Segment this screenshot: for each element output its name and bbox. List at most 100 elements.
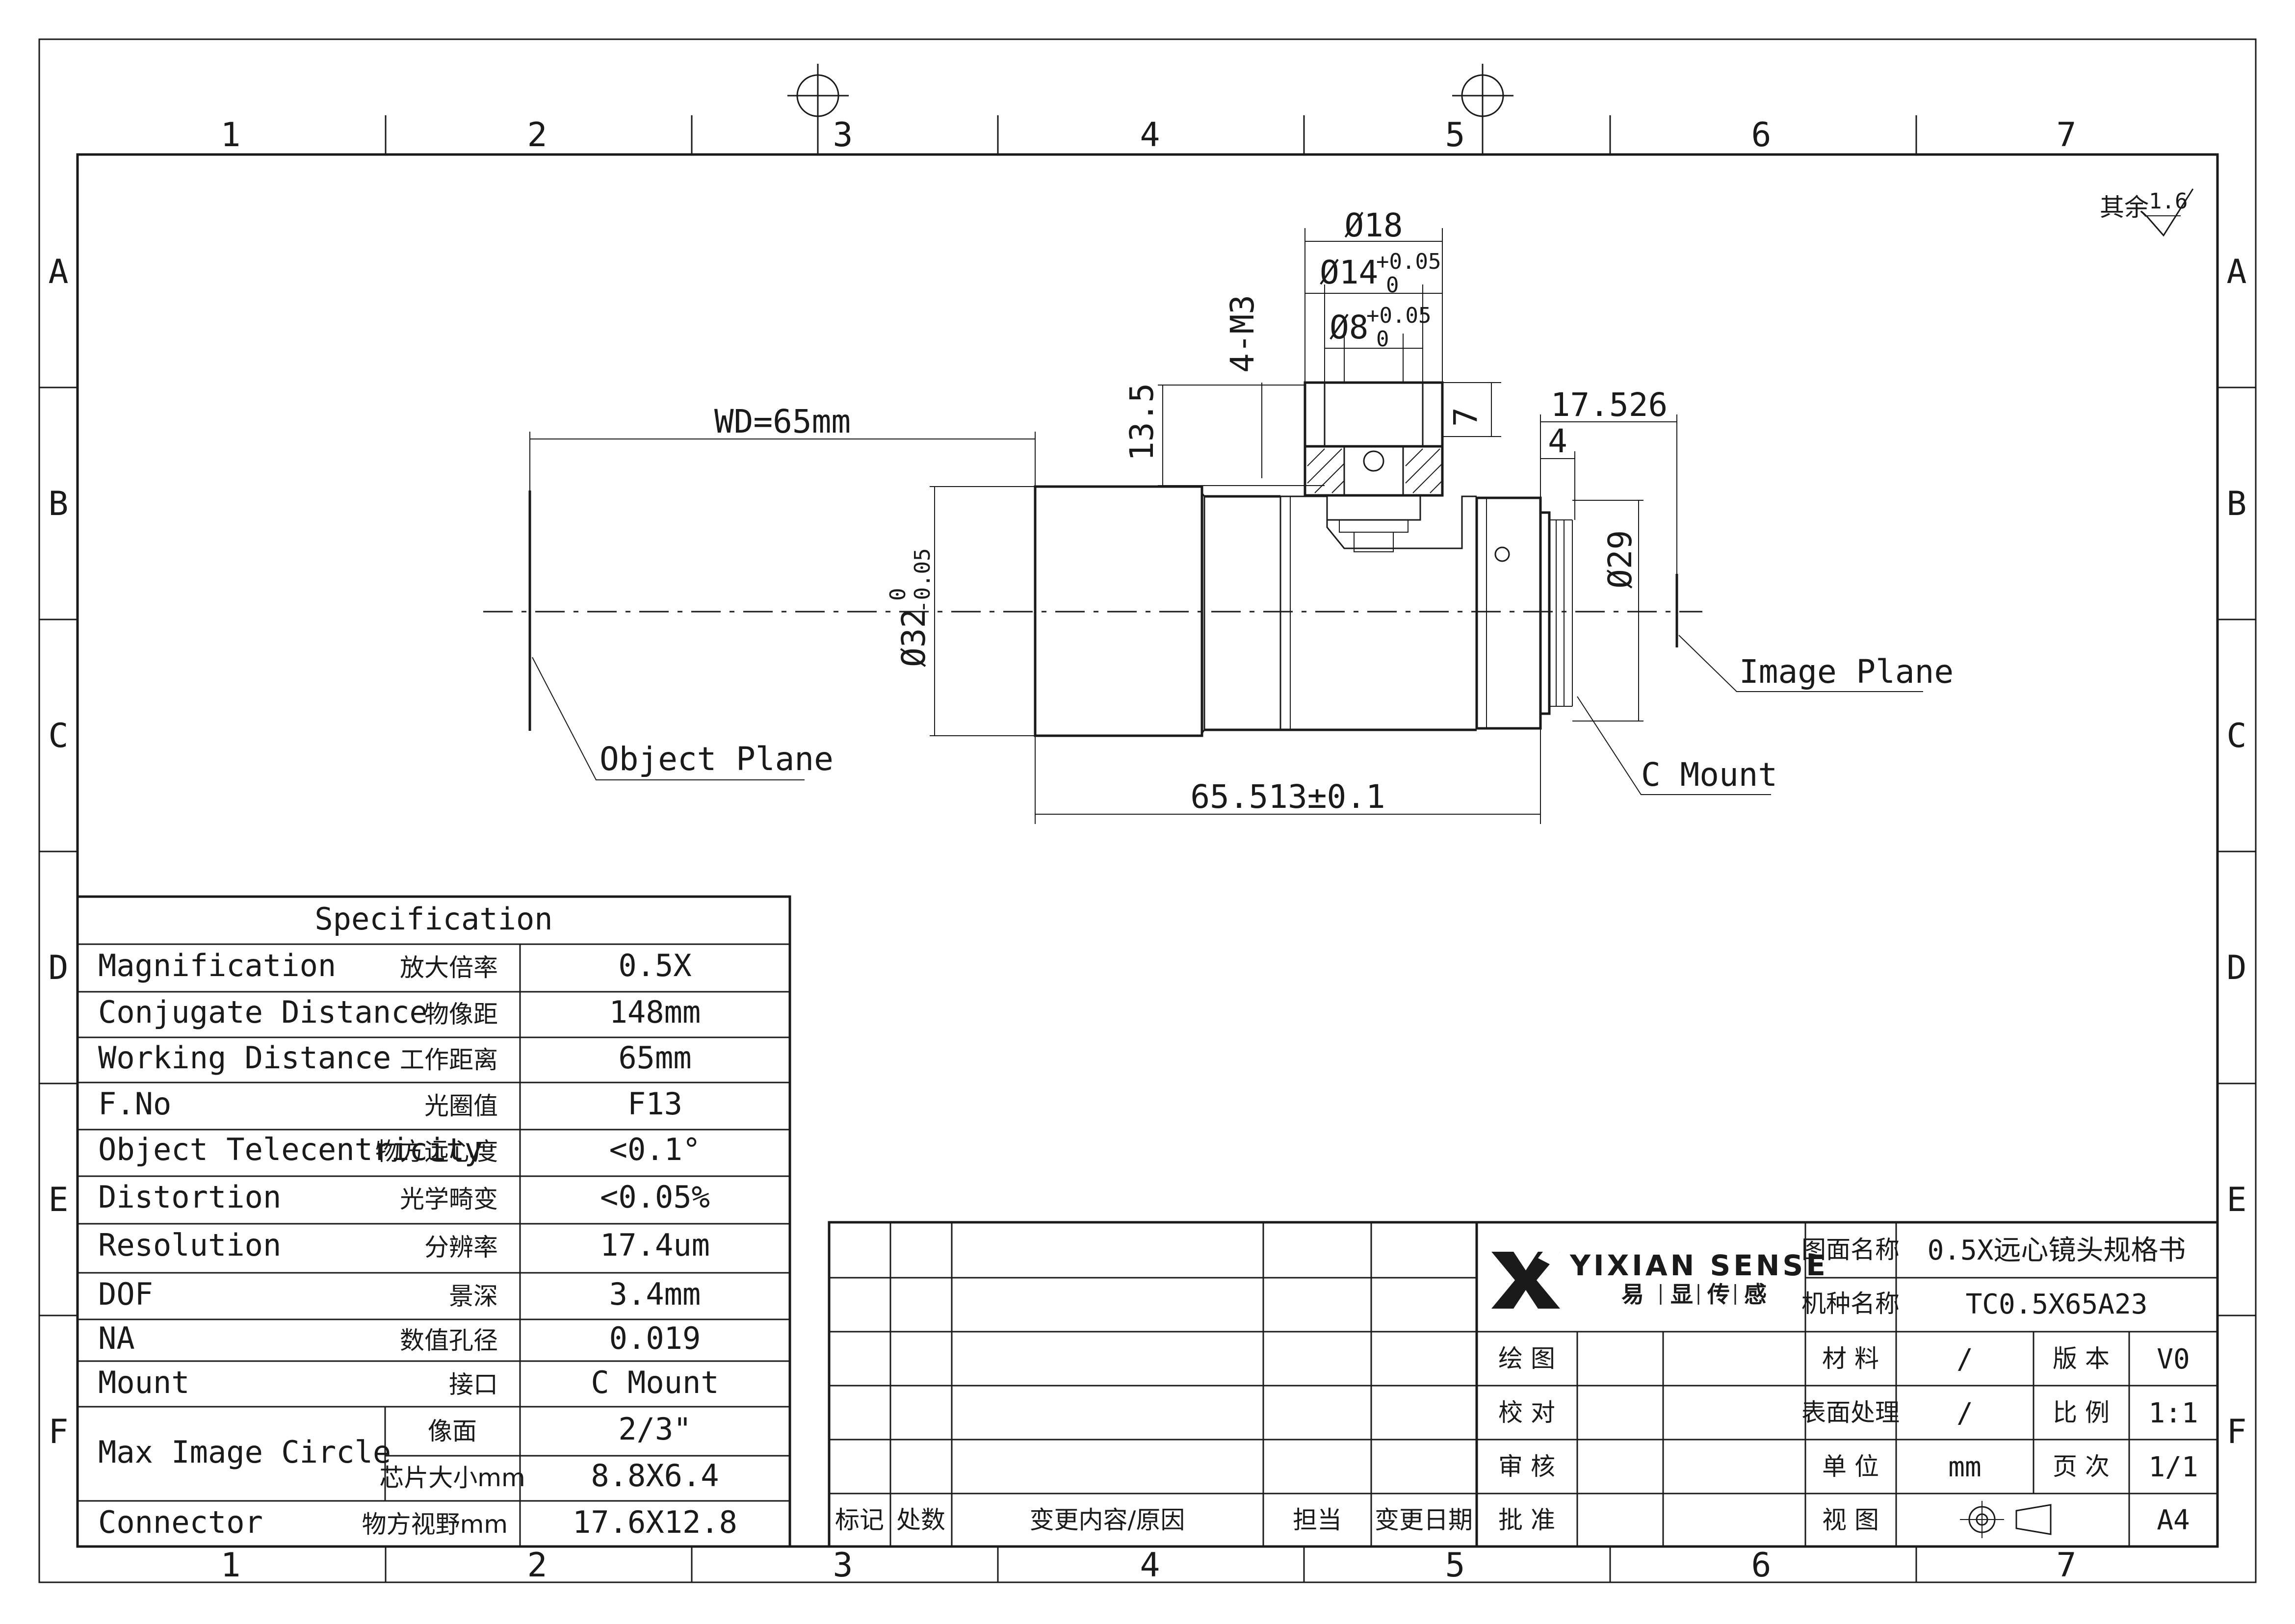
roughness-value: 1.6 xyxy=(2149,189,2188,214)
zone-row-e: E xyxy=(49,1181,69,1219)
zone-col-7: 7 xyxy=(2057,116,2077,155)
title-block: YIXIAN SENSE 易 显 传 感 图面名称 0.5X远心镜头规格书 机种… xyxy=(1475,1221,2219,1548)
spec-en: Mount xyxy=(98,1365,190,1400)
material-label: 材 料 xyxy=(1822,1344,1879,1373)
callout-c-mount: C Mount xyxy=(1641,756,1777,794)
spec-row-mount: Mount 接口 C Mount xyxy=(98,1365,719,1400)
page-label: 页 次 xyxy=(2053,1452,2110,1481)
spec-row-connector: Connector 物方视野mm 17.6X12.8 xyxy=(98,1504,737,1540)
spec-cn: 放大倍率 xyxy=(400,954,498,982)
dim-d14: Ø14 xyxy=(1320,254,1378,291)
logo-text-en: YIXIAN SENSE xyxy=(1569,1249,1828,1282)
paper-size: A4 xyxy=(2157,1504,2190,1536)
spec-en: F.No xyxy=(98,1086,171,1122)
zone-row-c-right: C xyxy=(2227,717,2247,755)
zone-row-d-right: D xyxy=(2227,949,2247,987)
spec-row-dof: DOF 景深 3.4mm xyxy=(98,1276,701,1312)
zone-labels-right: A B C D E F xyxy=(2227,253,2247,1451)
dim-h7: 7 xyxy=(1447,407,1485,427)
spec-cn: 芯片大小mm xyxy=(379,1464,525,1492)
dim-d32-tol-upper: 0 xyxy=(886,588,911,601)
dim-d4: 4 xyxy=(1548,422,1567,460)
spec-row-fno: F.No 光圈值 F13 xyxy=(98,1086,682,1122)
zone-col-5: 5 xyxy=(1445,116,1465,155)
spec-row-distortion: Distortion 光学畸变 <0.05% xyxy=(98,1179,710,1215)
spec-cn: 物像距 xyxy=(424,1000,498,1029)
dim-length: 65.513±0.1 xyxy=(1190,778,1385,816)
front-barrel xyxy=(1034,485,1203,737)
model-number: TC0.5X65A23 xyxy=(1966,1289,2148,1320)
c-mount-thread xyxy=(1539,511,1551,715)
unit-value: mm xyxy=(1948,1451,1981,1483)
spec-en: Working Distance xyxy=(98,1040,391,1076)
logo-char-3: 传 xyxy=(1707,1281,1730,1308)
spec-cn: 物方视野mm xyxy=(362,1510,508,1539)
spec-cn: 数值孔径 xyxy=(400,1326,498,1355)
zone-row-d: D xyxy=(49,949,69,987)
lens-drawing xyxy=(483,381,1702,737)
scale-label: 比 例 xyxy=(2053,1398,2110,1427)
zone-col-7-bottom: 7 xyxy=(2057,1546,2077,1585)
zone-row-c: C xyxy=(49,717,69,755)
zone-col-1-bottom: 1 xyxy=(221,1546,241,1585)
zone-col-3: 3 xyxy=(833,116,853,155)
zone-row-e-right: E xyxy=(2227,1181,2247,1219)
zone-col-2-bottom: 2 xyxy=(527,1546,548,1585)
spec-value: 0.019 xyxy=(609,1320,701,1356)
zone-col-1: 1 xyxy=(221,116,241,155)
x-logo-icon xyxy=(1491,1252,1560,1309)
zone-row-f: F xyxy=(49,1413,69,1451)
revision-header-date: 变更日期 xyxy=(1375,1506,1473,1534)
spec-value: F13 xyxy=(627,1086,682,1122)
spec-value: 148mm xyxy=(609,994,701,1030)
logo-char-2: 显 xyxy=(1670,1281,1693,1308)
revision-table: 标记 处数 变更内容/原因 担当 变更日期 xyxy=(828,1221,1478,1548)
zone-col-2: 2 xyxy=(527,116,548,155)
role-check: 校 对 xyxy=(1498,1398,1555,1427)
spec-value: <0.1° xyxy=(609,1132,701,1167)
version-value: V0 xyxy=(2157,1343,2190,1375)
revision-header-count: 处数 xyxy=(896,1506,945,1534)
spec-cn: 景深 xyxy=(449,1282,498,1311)
role-review: 审 核 xyxy=(1498,1452,1555,1481)
drawing-name-label: 图面名称 xyxy=(1801,1236,1900,1264)
spec-row-max-image-circle: Max Image Circle 像面 2/3" 芯片大小mm 8.8X6.4 xyxy=(98,1411,719,1494)
spec-title: Specification xyxy=(314,901,552,937)
spec-value: 17.4um xyxy=(600,1227,710,1263)
mounting-block xyxy=(1304,381,1444,552)
dim-d8-tol-lower: 0 xyxy=(1376,327,1389,352)
drawing-name: 0.5X远心镜头规格书 xyxy=(1928,1235,2186,1266)
zone-row-b-right: B xyxy=(2227,485,2247,523)
callout-image-plane: Image Plane xyxy=(1739,653,1954,691)
spec-row-na: NA 数值孔径 0.019 xyxy=(98,1320,701,1356)
role-approve: 批 准 xyxy=(1498,1506,1555,1534)
dim-d8-tol-upper: +0.05 xyxy=(1366,303,1431,328)
surface-label: 表面处理 xyxy=(1801,1398,1900,1427)
zone-row-a-right: A xyxy=(2227,253,2247,291)
specification-table: Specification Magnification 放大倍率 0.5X Co… xyxy=(76,895,791,1548)
spec-cn: 接口 xyxy=(449,1370,498,1399)
dim-d8: Ø8 xyxy=(1330,309,1368,346)
dimensions: Ø18 Ø14 +0.05 0 Ø8 +0.05 0 4-M3 13.5 7 W… xyxy=(529,206,1677,824)
zone-row-f-right: F xyxy=(2227,1413,2247,1451)
zone-row-b: B xyxy=(49,485,69,523)
spec-row-telecentricity: Object Telecentricity 物方远心度 <0.1° xyxy=(98,1132,701,1167)
zone-labels-top: 1 2 3 4 5 6 7 xyxy=(221,116,2077,155)
dim-d18: Ø18 xyxy=(1344,206,1403,244)
spec-value: C Mount xyxy=(591,1365,719,1400)
spec-value: 17.6X12.8 xyxy=(573,1504,737,1540)
zone-col-4-bottom: 4 xyxy=(1140,1546,1160,1585)
spec-en: NA xyxy=(98,1320,135,1356)
outer-frame xyxy=(38,38,2257,1583)
zone-col-6-bottom: 6 xyxy=(1751,1546,1772,1585)
logo-char-4: 感 xyxy=(1744,1281,1767,1308)
spec-en: Magnification xyxy=(98,948,336,983)
zone-labels-bottom: 1 2 3 4 5 6 7 xyxy=(221,1546,2077,1585)
revision-header-content: 变更内容/原因 xyxy=(1030,1506,1185,1534)
dim-h13-5: 13.5 xyxy=(1123,383,1161,461)
roughness-label: 其余 xyxy=(2100,193,2149,222)
spec-value: 2/3" xyxy=(618,1411,691,1447)
material-value: / xyxy=(1956,1343,1973,1375)
